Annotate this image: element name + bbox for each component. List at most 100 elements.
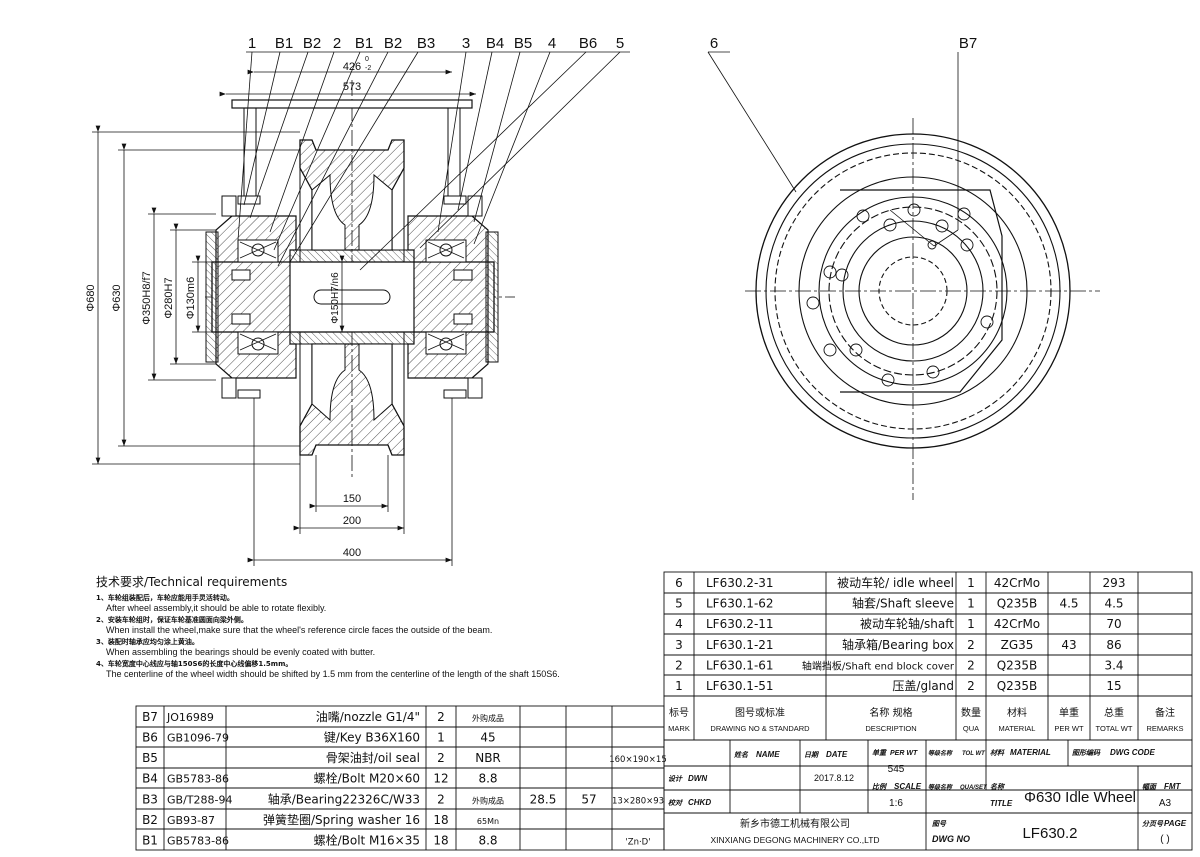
callout-B3: B3 — [417, 35, 435, 52]
dim-400: 400 — [343, 547, 361, 559]
tb-page-cn: 分页号 — [1142, 820, 1164, 828]
parts-cell-desc: 被动车轮/ idle wheel — [837, 575, 954, 590]
bought-cell-c2: 57 — [581, 792, 596, 806]
tb-design-cn: 设计 — [668, 774, 683, 783]
bought-cell-desc: 轴承/Bearing22326C/W33 — [268, 791, 420, 806]
bought-cell-qty: 2 — [437, 751, 445, 765]
parts-cell-mat: Q235B — [997, 679, 1038, 693]
tb-date-value: 2017.8.12 — [814, 773, 854, 783]
bought-cell-std: GB5783-86 — [167, 773, 229, 786]
bought-list — [135, 705, 665, 851]
hdr-rem-cn: 备注 — [1155, 706, 1175, 719]
dim-680: Φ680 — [85, 284, 97, 311]
dim-200: 200 — [343, 515, 361, 527]
bought-cell-std: GB5783-86 — [167, 834, 229, 847]
parts-cell-unit: 43 — [1061, 638, 1076, 652]
callout-B7: B7 — [959, 35, 977, 52]
req-2-en: When install the wheel,make sure that th… — [106, 625, 492, 635]
hdr-mat-cn: 材料 — [1007, 706, 1027, 719]
requirements-title: 技术要求/Technical requirements — [96, 575, 287, 589]
tb-scale-cn: 比例 — [872, 782, 888, 791]
dim-150: 150 — [343, 493, 361, 505]
req-3-cn: 3、装配时轴承应均匀涂上黄油。 — [96, 637, 199, 646]
parts-cell-no: 2 — [675, 658, 683, 672]
callout-B1: B1 — [275, 35, 293, 52]
bought-cell-no: B1 — [142, 833, 158, 847]
tb-code-cn: 图形编码 — [1072, 748, 1101, 757]
tb-title-value: Φ630 Idle Wheel — [1024, 789, 1136, 806]
tb-date-cn: 日期 — [804, 751, 820, 759]
callout-4: 4 — [548, 35, 556, 52]
tb-name-cn: 姓名 — [733, 750, 749, 759]
callout-labels-front: 1 B1 B2 2 B1 B2 B3 3 B4 B5 4 B6 5 — [248, 35, 624, 52]
bought-cell-desc: 键/Key B36X160 — [324, 731, 420, 745]
bought-cell-rem: 13×280×93 — [612, 796, 664, 806]
parts-cell-desc: 压盖/gland — [892, 679, 954, 693]
bought-cell-mat: 外购成品 — [472, 713, 504, 723]
bought-cell-qty: 2 — [437, 792, 445, 806]
bought-cell-std: JO16989 — [166, 711, 214, 724]
bought-cell-qty: 12 — [433, 772, 448, 786]
bought-cell-no: B3 — [142, 792, 158, 806]
tb-dwgno-en: DWG NO — [932, 834, 970, 844]
bought-cell-no: B4 — [142, 772, 158, 786]
bought-cell-desc: 骨架油封/oil seal — [326, 751, 420, 765]
tb-page-value: ( ) — [1160, 834, 1169, 845]
callout-B2: B2 — [303, 35, 321, 52]
parts-cell-total: 70 — [1106, 617, 1121, 631]
hdr-desc-cn: 名称 规格 — [869, 706, 912, 719]
tb-code-en: DWG CODE — [1110, 748, 1156, 757]
callout-B2b: B2 — [384, 35, 402, 52]
tb-date-en: DATE — [826, 750, 848, 759]
bought-cell-rem: 160×190×15 — [609, 755, 667, 765]
bought-cell-qty: 1 — [437, 731, 445, 745]
parts-cell-total: 4.5 — [1104, 597, 1123, 611]
callout-5: 5 — [616, 35, 624, 52]
bought-cell-qty: 2 — [437, 710, 445, 724]
tb-design-en: DWN — [688, 774, 707, 783]
parts-cell-total: 293 — [1103, 576, 1126, 590]
tb-dwgno-value: LF630.2 — [1022, 825, 1077, 842]
tb-weight-value: 545 — [888, 764, 905, 775]
parts-cell-desc: 轴端挡板/Shaft end block cover — [802, 659, 955, 672]
parts-cell-total: 15 — [1106, 679, 1121, 693]
dim-573: 573 — [343, 81, 361, 93]
req-1-en: After wheel assembly,it should be able t… — [106, 603, 326, 613]
parts-cell-no: 4 — [675, 617, 683, 631]
tb-page-en: PAGE — [1164, 819, 1187, 828]
hdr-qty-cn: 数量 — [961, 706, 981, 719]
hdr-total-cn: 总重 — [1104, 706, 1124, 719]
req-1-cn: 1、车轮组装配后，车轮应能用手灵活转动。 — [96, 593, 234, 602]
dim-426-tol-lower: -2 — [365, 65, 371, 72]
parts-cell-qty: 1 — [967, 597, 975, 611]
parts-cell-dwg: LF630.1-61 — [706, 658, 774, 672]
side-bolts — [806, 203, 994, 387]
bought-cell-no: B5 — [142, 751, 158, 765]
parts-cell-desc: 轴套/Shaft sleeve — [852, 596, 954, 611]
tb-title-cn: 名称 — [990, 782, 1006, 791]
bought-cell-desc: 油嘴/nozzle G1/4" — [316, 710, 420, 724]
title-block-text: 姓名 NAME 日期 DATE 单重 PER WT 等级名称 TOL WT 材料… — [668, 748, 1187, 845]
tb-scale-value: 1:6 — [889, 798, 903, 809]
parts-cell-mat: ZG35 — [1001, 638, 1034, 652]
parts-cell-dwg: LF630.2-11 — [706, 617, 774, 631]
title-block — [663, 739, 1193, 851]
dim-426-tol-upper: 0 — [365, 56, 369, 63]
bought-cell-rem: 'Zn·D' — [625, 837, 650, 847]
front-dimensions — [92, 69, 476, 566]
bought-cell-no: B6 — [142, 731, 158, 745]
bought-cell-std: GB1096-79 — [167, 732, 229, 745]
req-4-cn: 4、车轮宽度中心线应与轴150S6的长度中心线偏移1.5mm。 — [96, 659, 292, 668]
hdr-rem-en: REMARKS — [1146, 724, 1183, 733]
hdr-dwg-en: DRAWING NO & STANDARD — [710, 724, 810, 733]
parts-cell-qty: 2 — [967, 658, 975, 672]
callout-leaders — [237, 51, 630, 271]
hdr-unit-cn: 单重 — [1059, 706, 1079, 719]
bought-cell-no: B2 — [142, 813, 158, 827]
parts-cell-qty: 1 — [967, 576, 975, 590]
hdr-dwg-cn: 图号或标准 — [735, 707, 785, 719]
tb-check-cn: 校对 — [668, 798, 683, 807]
dim-630: Φ630 — [111, 284, 123, 311]
